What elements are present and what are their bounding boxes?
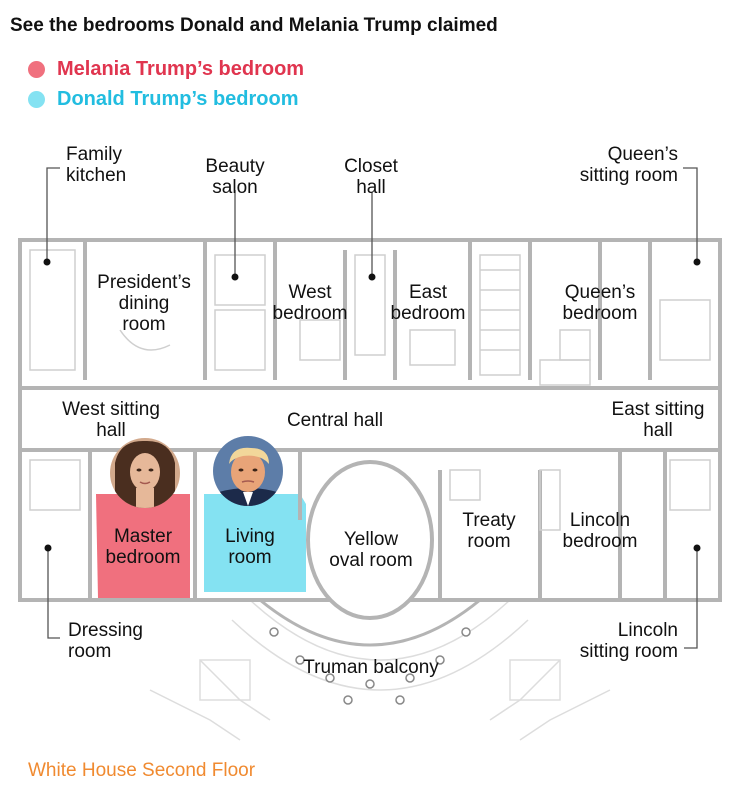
legend-label-melania: Melania Trump’s bedroom <box>57 58 305 80</box>
label-lincoln-sitting-room: Lincoln sitting room <box>579 620 678 662</box>
leader-dots <box>43 258 701 552</box>
legend-donald: Donald Trump’s bedroom <box>28 88 299 111</box>
label-treaty-room: Treaty room <box>462 510 516 552</box>
legend-dot-melania <box>28 61 45 78</box>
walls <box>18 238 722 602</box>
label-family-kitchen: Family kitchen <box>66 144 127 186</box>
label-dressing-room: Dressing room <box>68 620 143 662</box>
label-presidents-dining-room: President’s dining room <box>97 272 191 335</box>
label-beauty-salon: Beauty salon <box>205 156 265 198</box>
interior-details <box>29 249 711 531</box>
label-east-sitting-hall: East sitting hall <box>611 399 705 441</box>
balcony-outline <box>149 599 611 741</box>
label-closet-hall: Closet hall <box>344 156 398 198</box>
legend-label-donald: Donald Trump’s bedroom <box>57 88 299 110</box>
balcony-columns <box>269 627 471 705</box>
page-title: See the bedrooms Donald and Melania Trum… <box>10 15 498 36</box>
melania-portrait <box>110 438 180 508</box>
label-yellow-oval-room: Yellow oval room <box>329 529 413 571</box>
living-room-highlight <box>204 494 306 592</box>
label-living-room: Living room <box>225 526 275 568</box>
donald-portrait <box>213 436 283 506</box>
label-west-sitting-hall: West sitting hall <box>62 399 160 441</box>
label-central-hall: Central hall <box>286 410 384 431</box>
label-queens-bedroom: Queen’s bedroom <box>562 282 638 324</box>
leader-lines <box>46 167 698 649</box>
label-lincoln-bedroom: Lincoln bedroom <box>562 510 638 552</box>
label-queens-sitting-room: Queen’s sitting room <box>579 144 678 186</box>
label-master-bedroom: Master bedroom <box>105 526 181 568</box>
footer-caption: White House Second Floor <box>28 760 256 781</box>
master-bedroom-highlight <box>96 494 190 598</box>
label-truman-balcony: Truman balcony <box>303 657 439 678</box>
label-west-bedroom: West bedroom <box>272 282 348 324</box>
label-east-bedroom: East bedroom <box>390 282 466 324</box>
yellow-oval-outline <box>306 460 434 620</box>
legend-dot-donald <box>28 91 45 108</box>
legend-melania: Melania Trump’s bedroom <box>28 58 304 81</box>
